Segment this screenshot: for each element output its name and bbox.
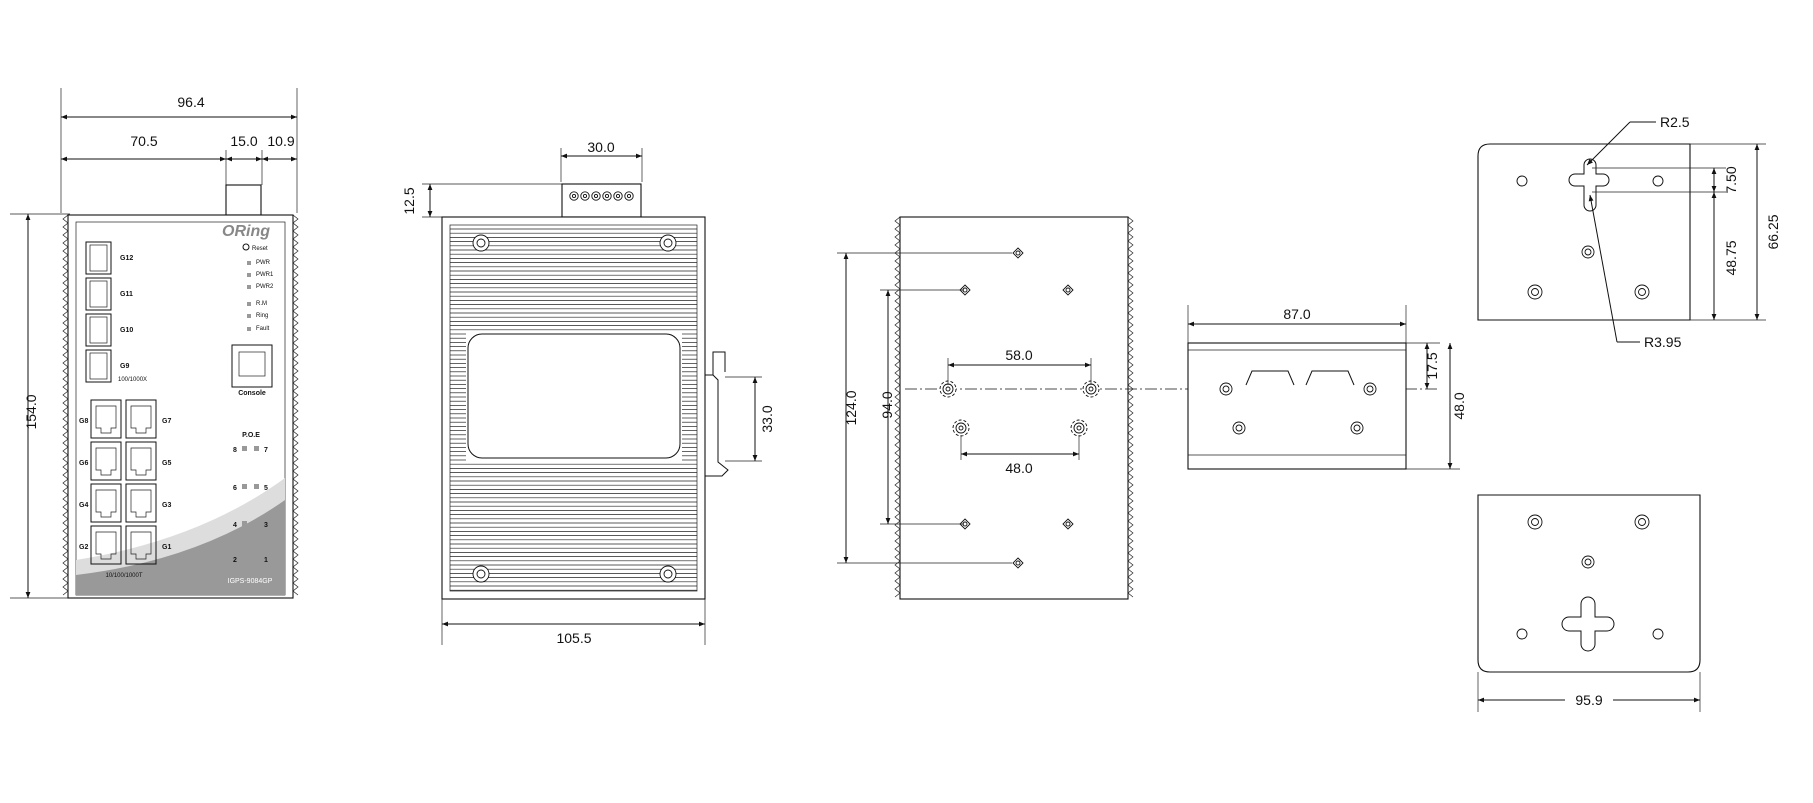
bracket-width-label: 95.9 bbox=[1575, 692, 1602, 708]
center-label: 48.75 bbox=[1723, 240, 1739, 275]
keyhole-slot bbox=[1568, 158, 1610, 212]
oring-logo: ORing bbox=[222, 223, 270, 240]
side-view: 30.0 12.5 33.0 105.5 bbox=[401, 139, 775, 646]
rear-housing bbox=[899, 216, 1129, 600]
edge-width-label: 10.9 bbox=[267, 133, 294, 149]
reset-button[interactable] bbox=[242, 243, 250, 251]
din-width-label: 87.0 bbox=[1283, 306, 1310, 322]
body-width-label: 70.5 bbox=[130, 133, 157, 149]
din-clip bbox=[705, 351, 729, 477]
rj45-port-label: G8 bbox=[79, 418, 88, 425]
top-bracket-plate bbox=[1477, 143, 1691, 321]
heatsink-fins bbox=[450, 228, 697, 591]
cross-slot bbox=[1561, 596, 1615, 652]
terminal-height-label: 12.5 bbox=[401, 187, 417, 214]
model-label: IGPS-9084GP bbox=[228, 578, 273, 585]
led-label: PWR bbox=[256, 260, 271, 266]
poe-led-label: 1 bbox=[264, 557, 268, 564]
rj45-port-label: G6 bbox=[79, 460, 88, 467]
panel-swoosh-dark bbox=[76, 500, 285, 595]
led-label: Fault bbox=[256, 326, 270, 332]
sfp-port-label: G9 bbox=[120, 363, 129, 370]
din-latch-springs bbox=[1245, 370, 1355, 386]
rj45-port-label: G5 bbox=[162, 460, 171, 467]
poe-led-label: 7 bbox=[264, 447, 268, 454]
rj45-port-label: G4 bbox=[79, 502, 88, 509]
din-offset-label: 17.5 bbox=[1424, 352, 1440, 379]
led-label: PWR1 bbox=[256, 272, 274, 278]
status-leds: PWR PWR1 PWR2 R.M Ring Fault bbox=[247, 260, 274, 332]
rear-left-fins bbox=[894, 216, 901, 598]
din-rail-plate bbox=[1187, 342, 1407, 470]
console-label: Console bbox=[238, 390, 266, 397]
total-width-label: 96.4 bbox=[177, 94, 204, 110]
terminal-screws bbox=[569, 191, 634, 201]
rj45-port-label: G1 bbox=[162, 544, 171, 551]
poe-title: P.O.E bbox=[242, 432, 260, 439]
reset-label: Reset bbox=[252, 246, 268, 252]
rear-view: 124.0 94.0 58.0 48.0 bbox=[837, 216, 1440, 600]
top-connector bbox=[225, 184, 262, 216]
side-width-label: 105.5 bbox=[556, 630, 591, 646]
bottom-holes-label: 48.0 bbox=[1005, 460, 1032, 476]
sfp-caption: 100/1000X bbox=[118, 377, 147, 383]
slot-label: 7.50 bbox=[1723, 166, 1739, 193]
sfp-port-label: G12 bbox=[120, 255, 133, 262]
left-cooling-fins bbox=[62, 214, 69, 596]
console-port bbox=[231, 344, 273, 388]
label-area bbox=[467, 333, 681, 459]
clip-height-label: 33.0 bbox=[759, 405, 775, 432]
poe-leds: P.O.E 8 7 6 5 4 3 2 1 bbox=[233, 432, 268, 564]
sfp-port-label: G11 bbox=[120, 291, 133, 298]
poe-led-label: 5 bbox=[264, 485, 268, 492]
radius-large-label: R3.95 bbox=[1644, 334, 1682, 350]
din-rail-view: 87.0 17.5 48.0 bbox=[1187, 305, 1467, 470]
bottom-bracket-plate bbox=[1477, 494, 1701, 673]
wall-bracket-view: R2.5 R3.95 7.50 48.75 66.25 95.9 bbox=[1477, 114, 1781, 712]
inner-spacing-label: 94.0 bbox=[879, 391, 895, 418]
outer-spacing-label: 124.0 bbox=[843, 390, 859, 425]
rj45-caption: 10/100/1000T bbox=[105, 573, 142, 579]
rear-right-fins bbox=[1127, 216, 1134, 598]
right-cooling-fins bbox=[292, 214, 299, 596]
bracket-height-label: 66.25 bbox=[1765, 214, 1781, 249]
poe-led-label: 8 bbox=[233, 447, 237, 454]
terminal-width-label: 30.0 bbox=[587, 139, 614, 155]
front-view: 96.4 70.5 15.0 10.9 154.0 ORing Reset PW… bbox=[10, 88, 299, 599]
poe-led-label: 6 bbox=[233, 485, 237, 492]
poe-led-label: 3 bbox=[264, 522, 268, 529]
rj45-ports: G8 G6 G4 G2 G7 G5 G3 G1 10/100/1000T bbox=[79, 399, 171, 579]
din-height-label: 48.0 bbox=[1451, 392, 1467, 419]
rj45-port-label: G3 bbox=[162, 502, 171, 509]
led-label: PWR2 bbox=[256, 284, 274, 290]
led-label: Ring bbox=[256, 313, 268, 319]
led-label: R.M bbox=[256, 301, 267, 307]
rj45-port-label: G7 bbox=[162, 418, 171, 425]
sfp-port-label: G10 bbox=[120, 327, 133, 334]
rj45-port-label: G2 bbox=[79, 544, 88, 551]
connector-width-label: 15.0 bbox=[230, 133, 257, 149]
top-holes-label: 58.0 bbox=[1005, 347, 1032, 363]
height-label: 154.0 bbox=[23, 394, 39, 429]
rear-mounting-holes bbox=[939, 247, 1100, 569]
poe-led-label: 2 bbox=[233, 557, 237, 564]
radius-small-label: R2.5 bbox=[1660, 114, 1690, 130]
sfp-ports: G12 G11 G10 G9 100/1000X bbox=[85, 241, 147, 383]
poe-led-label: 4 bbox=[233, 522, 237, 529]
